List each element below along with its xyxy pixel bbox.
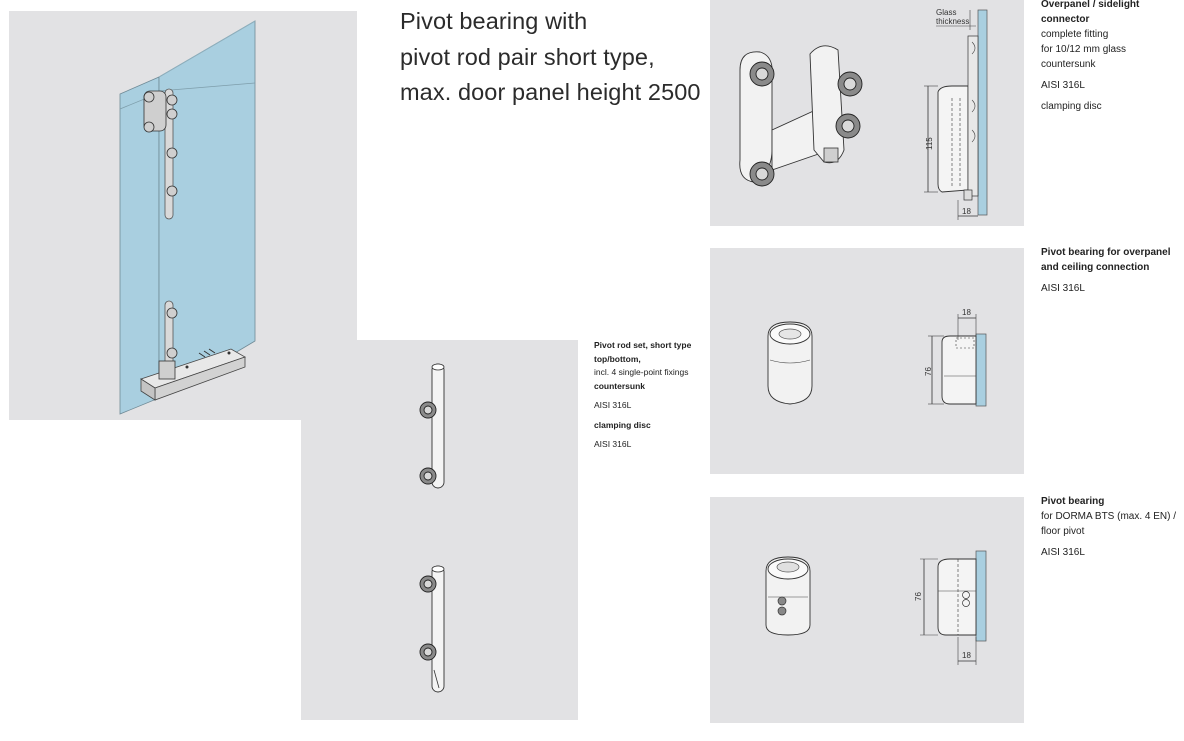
- dimension-label: 115: [925, 137, 934, 150]
- dimension-label: 18: [962, 308, 971, 317]
- spec-pivot-bearing-overpanel: Pivot bearing for overpanel and ceiling …: [1041, 245, 1181, 296]
- title-line-3: max. door panel height 2500: [400, 79, 701, 105]
- spec-name: Overpanel / sidelight: [1041, 0, 1140, 10]
- spec-material: AISI 316L: [1041, 547, 1085, 558]
- spec-name: Pivot bearing: [1041, 496, 1105, 507]
- pivot-rod-set-image: [301, 340, 578, 720]
- spec-option: clamping disc: [594, 419, 651, 430]
- spec-material: AISI 316L: [594, 439, 632, 449]
- title-line-1: Pivot bearing with: [400, 8, 588, 34]
- overpanel-connector-image: 115 18 Glass thickness: [710, 0, 1024, 226]
- spec-extra: clamping disc: [1041, 101, 1102, 112]
- door-installation-illustration: [9, 11, 357, 420]
- spec-description: incl. 4 single-point fixings: [594, 367, 689, 377]
- dimension-label: 18: [962, 207, 971, 216]
- glass-label: Glass: [936, 8, 956, 17]
- page-title: Pivot bearing with pivot rod pair short …: [400, 4, 720, 111]
- pivot-bearing-floor-image: 76 18: [710, 497, 1024, 723]
- spec-pivot-bearing-floor: Pivot bearing for DORMA BTS (max. 4 EN) …: [1041, 494, 1183, 560]
- spec-name: and ceiling connection: [1041, 262, 1150, 273]
- glass-label: thickness: [936, 17, 969, 26]
- spec-material: AISI 316L: [1041, 283, 1085, 294]
- spec-name: Pivot bearing for overpanel: [1041, 247, 1171, 258]
- spec-material: AISI 316L: [594, 400, 632, 410]
- spec-description: for DORMA BTS (max. 4 EN) /: [1041, 511, 1177, 522]
- dimension-label: 18: [962, 651, 971, 660]
- dimension-label: 76: [914, 592, 923, 601]
- spec-pivot-rod-set: Pivot rod set, short type top/bottom, in…: [594, 339, 704, 452]
- title-line-2: pivot rod pair short type,: [400, 43, 655, 70]
- dimension-label: 76: [924, 367, 933, 376]
- spec-description: countersunk: [1041, 59, 1096, 70]
- spec-description: floor pivot: [1041, 526, 1085, 537]
- spec-option: countersunk: [594, 380, 646, 391]
- spec-description: complete fitting: [1041, 29, 1109, 40]
- spec-name: connector: [1041, 14, 1090, 25]
- spec-description: for 10/12 mm glass: [1041, 44, 1127, 55]
- spec-overpanel-connector: Overpanel / sidelight connector complete…: [1041, 0, 1181, 114]
- spec-name: Pivot rod set, short type: [594, 340, 692, 350]
- pivot-bearing-overpanel-image: 76 18: [710, 248, 1024, 474]
- spec-name: top/bottom,: [594, 353, 641, 364]
- spec-material: AISI 316L: [1041, 80, 1085, 91]
